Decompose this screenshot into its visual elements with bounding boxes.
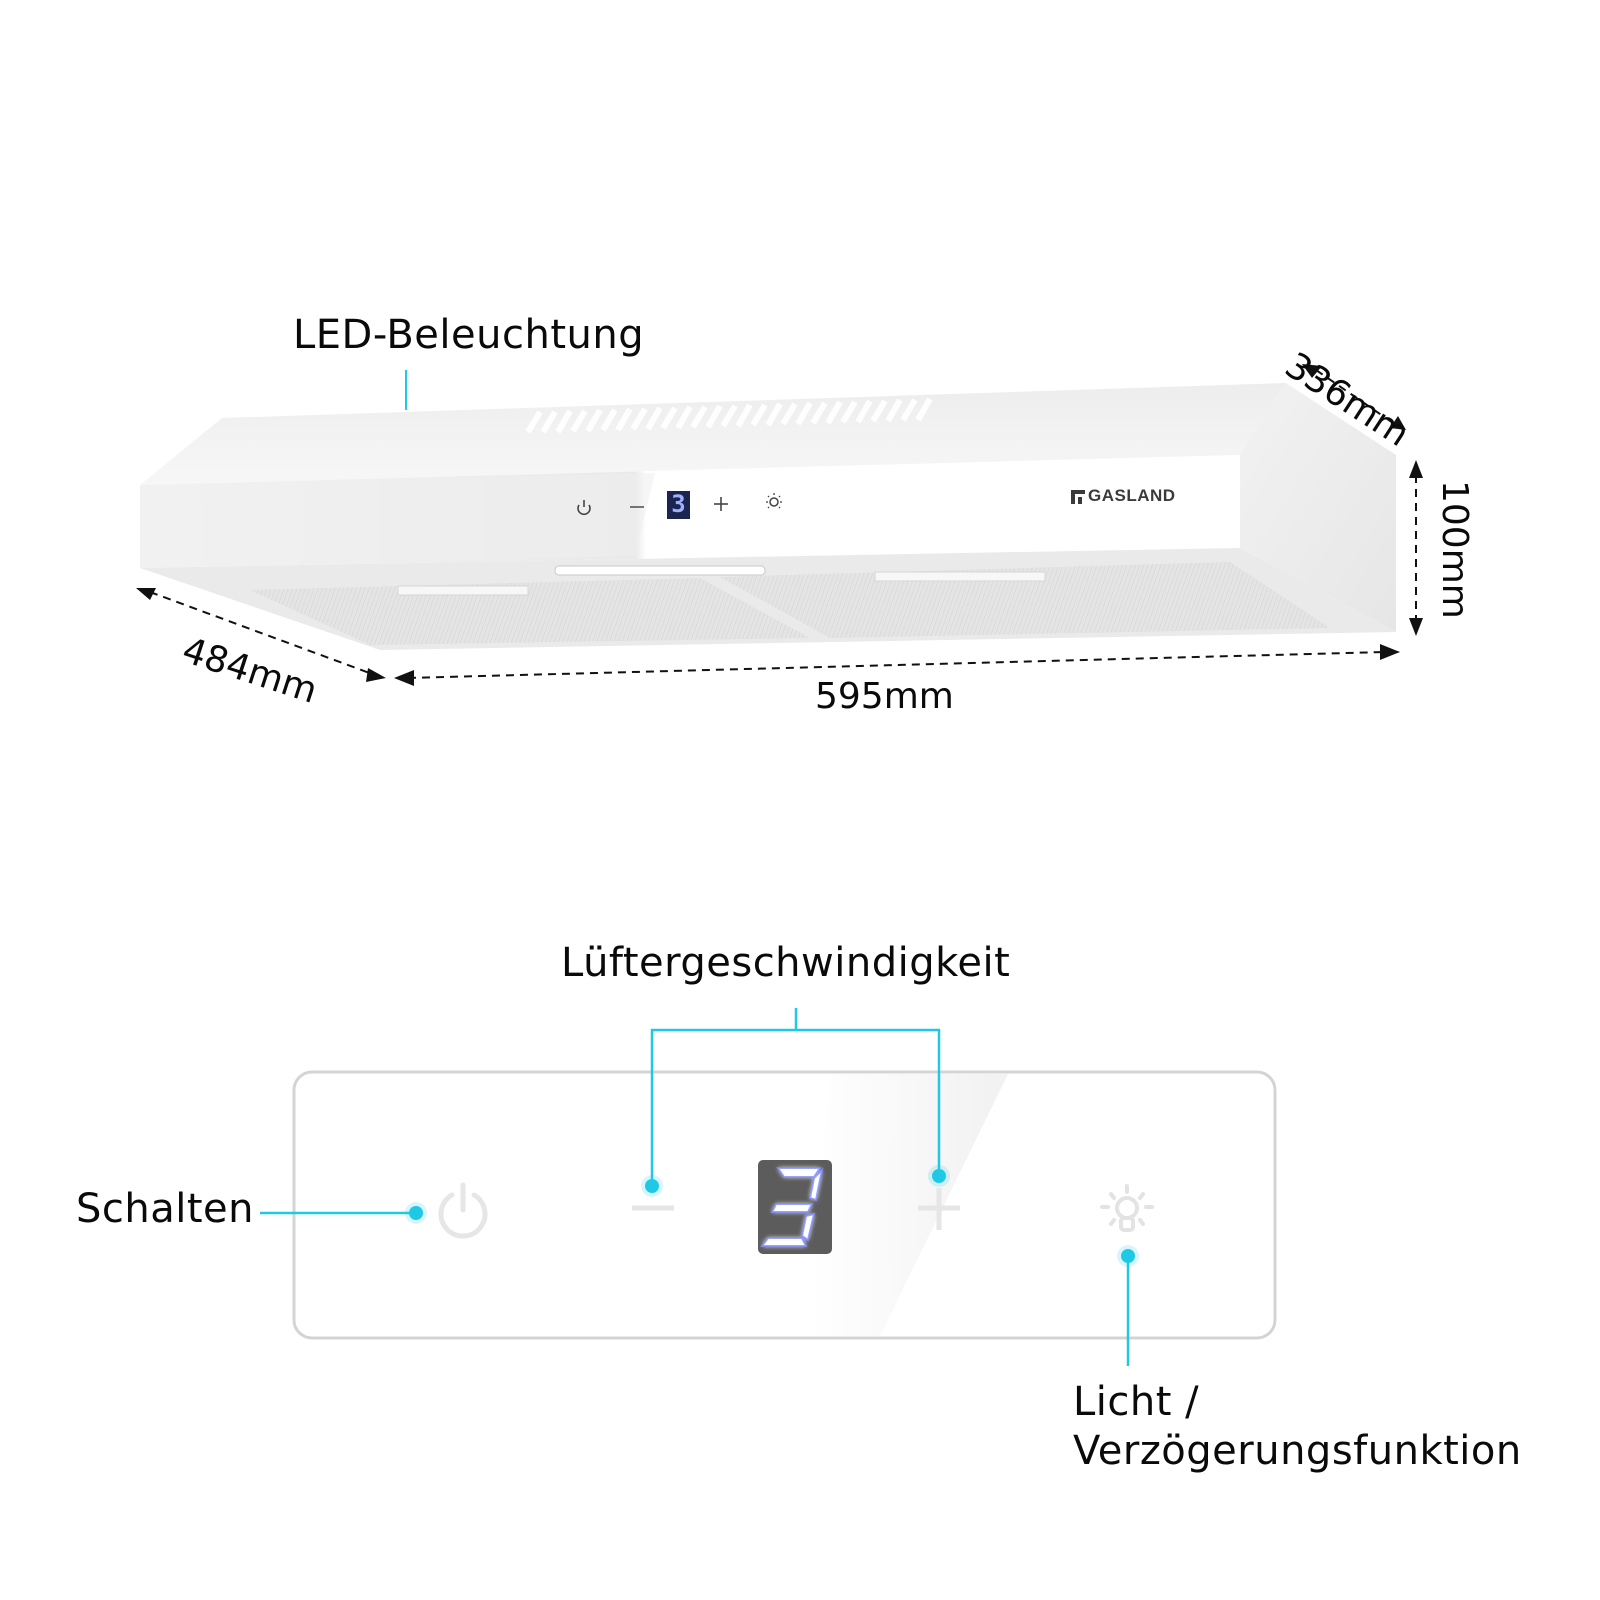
filter-handle-left [397, 585, 529, 596]
light-delay-label-line1: Licht / [1073, 1379, 1200, 1425]
fan-speed-label: Lüftergeschwindigkeit [561, 940, 1011, 986]
seven-segment-display [667, 491, 690, 519]
brand-logo: GASLAND [1088, 486, 1176, 505]
led-light-strip [554, 565, 766, 576]
filter-handle-right [874, 571, 1046, 582]
power-switch-label: Schalten [76, 1186, 255, 1232]
control-panel-diagram: Lüftergeschwindigkeit Schalten Licht / V… [0, 900, 1600, 1600]
gasland-logo-mark [1071, 490, 1085, 504]
dimension-lines [149, 369, 1417, 679]
led-lighting-label: LED-Beleuchtung [293, 312, 645, 358]
panel-power-icon [438, 1182, 488, 1239]
hood-drawing [136, 364, 1423, 686]
grease-filter-left [250, 578, 810, 645]
hood-top [140, 383, 1286, 485]
light-icon [769, 497, 779, 507]
power-icon [577, 504, 591, 516]
light-delay-label-line2: Verzögerungsfunktion [1073, 1428, 1522, 1474]
vent-slots [525, 397, 933, 434]
panel-drawing [260, 1008, 1277, 1366]
seven-segment-digit-3 [762, 1168, 822, 1246]
glass-reflection [810, 1074, 1008, 1336]
hood-side [1240, 383, 1396, 632]
hood-display-digit: 3 [671, 490, 686, 518]
hood-controls [577, 491, 782, 519]
grease-filter-right [720, 562, 1330, 638]
hood-illustration: 3 GASLAND LED-Beleuchtung 336mm 100mm 48… [136, 312, 1475, 717]
callout-dots [405, 1165, 1139, 1267]
panel-plus-icon [918, 1188, 960, 1230]
width-dimension: 595mm [815, 676, 954, 717]
height-dimension: 100mm [1434, 480, 1475, 619]
callout-lines [260, 1008, 1130, 1366]
panel-light-icon [1100, 1184, 1154, 1232]
dimension-arrowheads [136, 364, 1423, 686]
